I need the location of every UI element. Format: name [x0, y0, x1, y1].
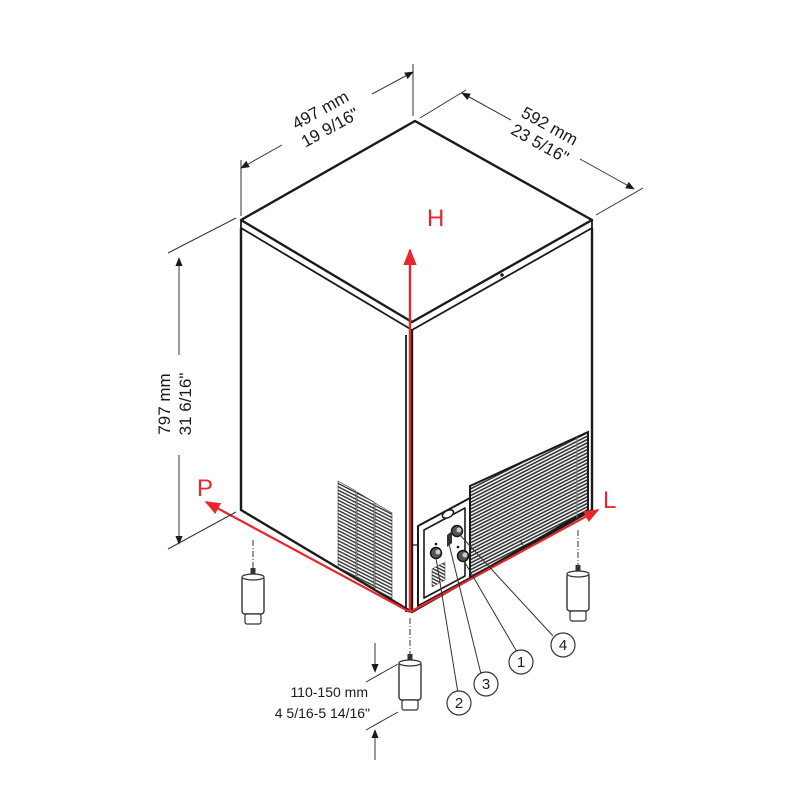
callout-4: 4: [550, 632, 576, 658]
callouts: 2 3 1 4: [435, 534, 576, 716]
fitting-3: [447, 531, 452, 547]
foot-right: [566, 530, 590, 622]
svg-text:3: 3: [482, 676, 490, 693]
svg-text:1: 1: [517, 654, 525, 671]
axis-label-l: L: [603, 487, 616, 514]
cabinet-left-face: [239, 228, 414, 614]
length-axis-arrow: [409, 509, 600, 613]
axes: H P L: [197, 205, 616, 613]
axis-label-h: H: [427, 205, 444, 232]
feet: [241, 530, 590, 711]
dimension-feet: 110-150 mm 4 5/16-5 14/16": [275, 643, 399, 760]
fitting-4: [450, 524, 464, 538]
fitting-2: [429, 546, 443, 560]
svg-text:2: 2: [455, 695, 463, 712]
cabinet: [239, 119, 594, 614]
connection-panel: [412, 497, 471, 607]
height-inch-label: 31 6/16": [176, 373, 195, 436]
svg-text:4: 4: [559, 637, 567, 654]
feet-inch-label: 4 5/16-5 14/16": [275, 705, 370, 721]
feet-mm-label: 110-150 mm: [290, 684, 368, 700]
foot-front: [398, 618, 422, 711]
callout-1: 1: [508, 649, 534, 675]
rear-condenser-grille: [469, 430, 589, 580]
depth-axis-arrow: [204, 501, 411, 613]
dimension-width: 497 mm 19 9/16": [240, 64, 414, 216]
side-vent-grille: [337, 480, 393, 600]
height-mm-label: 797 mm: [155, 373, 174, 434]
callout-2: 2: [446, 690, 472, 716]
dimension-height: 797 mm 31 6/16": [155, 217, 237, 550]
foot-left: [241, 540, 265, 625]
axis-label-p: P: [197, 475, 213, 502]
fitting-1: [456, 549, 470, 563]
callout-3: 3: [473, 671, 499, 697]
dimension-depth: 592 mm 23 5/16": [419, 89, 644, 216]
